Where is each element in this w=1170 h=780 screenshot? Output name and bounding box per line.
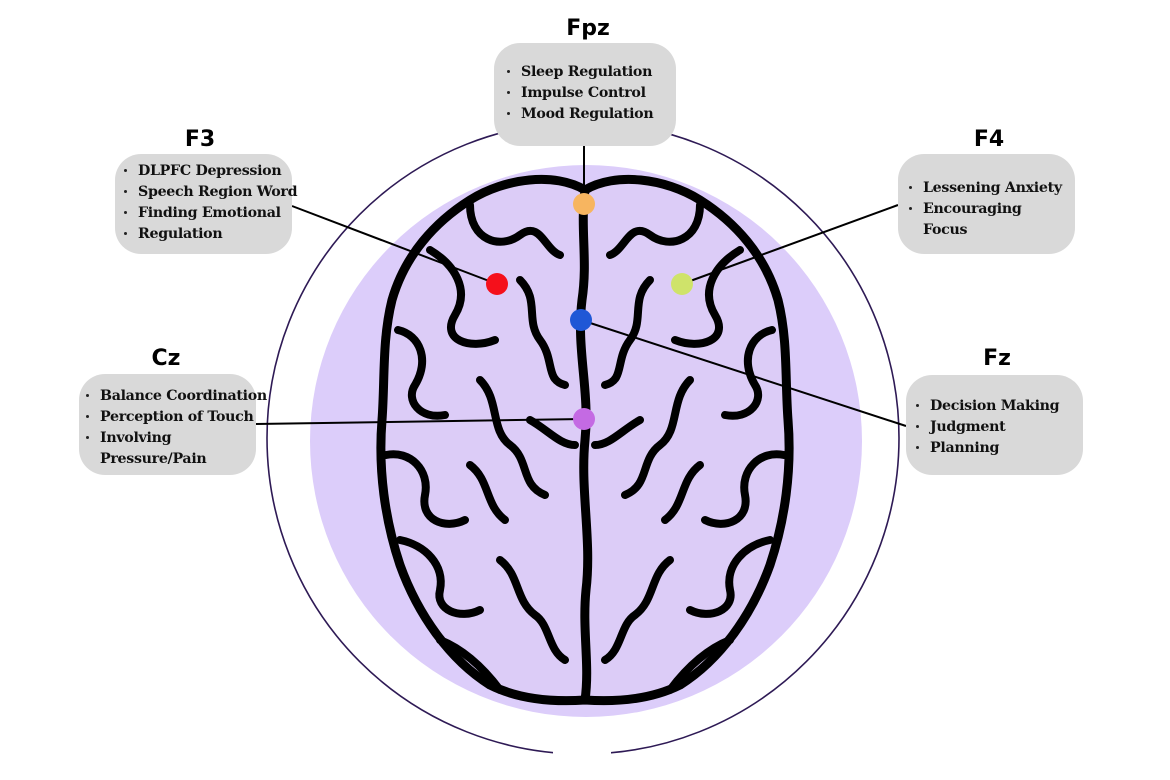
cz-info-box: Balance Coordination Perception of Touch… [79,374,267,475]
f4-connector-line [681,204,899,285]
f3-label: F3 [184,127,216,152]
f3-info-box: DLPFC Depression Speech Region Word Find… [115,154,298,254]
cz-connector-line [255,418,585,425]
list-item: Impulse Control [504,83,676,104]
list-item: Encouraging [906,199,1075,220]
fz-electrode-dot [570,309,592,331]
list-item: Mood Regulation [504,104,676,125]
list-item: Pressure/Pain [100,451,207,467]
list-item: Involving [83,428,256,449]
list-item: Sleep Regulation [504,62,676,83]
list-item: Focus [923,222,968,238]
list-item: Balance Coordination [83,386,267,407]
connector-lines [255,146,907,427]
list-item: Planning [913,438,1083,459]
brain-illustration [376,174,794,706]
list-item: Finding Emotional [121,203,292,224]
fpz-label: Fpz [566,16,610,41]
f3-connector-line [291,205,498,285]
list-item: Regulation [121,224,292,245]
list-item: Speech Region Word [121,182,298,203]
f4-electrode-dot [671,273,693,295]
cz-label: Cz [151,346,181,371]
f4-function-list: Lessening Anxiety Encouraging Focus [906,178,1075,241]
list-item: Judgment [913,417,1083,438]
list-item: Perception of Touch [83,407,256,428]
cz-function-list: Balance Coordination Perception of Touch… [83,386,267,470]
fpz-electrode-dot [573,193,595,215]
cz-electrode-dot [573,408,595,430]
fz-connector-line [580,319,907,427]
f4-info-box: Lessening Anxiety Encouraging Focus [898,154,1075,254]
fz-function-list: Decision Making Judgment Planning [913,396,1083,459]
f3-electrode-dot [486,273,508,295]
fz-info-box: Decision Making Judgment Planning [906,375,1083,475]
fz-label: Fz [983,346,1011,371]
f3-function-list: DLPFC Depression Speech Region Word Find… [121,161,298,245]
list-item: Decision Making [913,396,1083,417]
list-item: DLPFC Depression [121,161,292,182]
list-item: Lessening Anxiety [906,178,1075,199]
fpz-info-box: Sleep Regulation Impulse Control Mood Re… [494,43,676,146]
f4-label: F4 [973,127,1005,152]
fpz-function-list: Sleep Regulation Impulse Control Mood Re… [504,62,676,125]
